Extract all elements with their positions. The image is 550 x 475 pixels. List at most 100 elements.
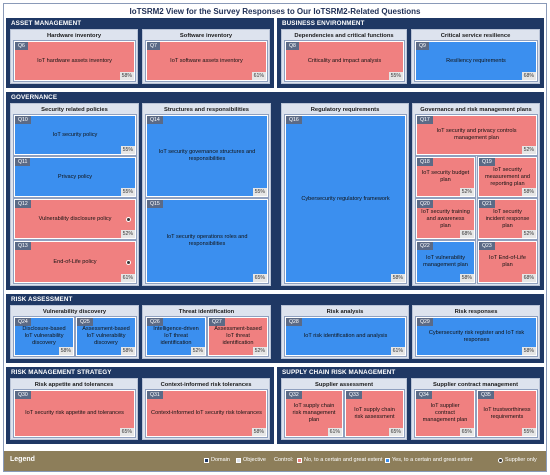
- category-title: Risk responses: [454, 309, 498, 315]
- control-percentage: 58%: [521, 347, 536, 355]
- control-q24: Q24 Disclosure-based IoT vulnerability d…: [13, 316, 75, 357]
- control-text: IoT supply chain risk management plan: [292, 403, 336, 423]
- control-percentage: 68%: [521, 72, 536, 80]
- legend: Legend Domain Objective Control: No, to …: [4, 451, 546, 471]
- control-q6: Q6 IoT hardware assets inventory 58%: [13, 40, 136, 82]
- control-id: Q27: [209, 318, 225, 326]
- control-text: Cybersecurity risk register and IoT risk…: [428, 329, 525, 343]
- control-q34: Q34 IoT supplier contract management pla…: [414, 389, 476, 438]
- control-id: Q26: [147, 318, 163, 326]
- control-q32: Q32 IoT supply chain risk management pla…: [284, 389, 344, 438]
- control-q7: Q7 IoT software assets inventory 61%: [145, 40, 268, 82]
- control-q8: Q8 Criticality and impact analysis 55%: [284, 40, 405, 82]
- objective-swatch-icon: [236, 457, 241, 463]
- control-percentage: 55%: [252, 188, 267, 196]
- control-q15: Q15 IoT security operations roles and re…: [145, 198, 269, 284]
- yes-swatch-icon: [385, 457, 390, 463]
- control-text: Assessment-based IoT vulnerability disco…: [82, 326, 130, 346]
- control-id: Q21: [479, 200, 495, 208]
- control-percentage: 58%: [521, 188, 536, 196]
- category-title: Structures and responsibilities: [163, 107, 250, 113]
- control-id: Q33: [346, 391, 362, 399]
- legend-title: Legend: [10, 456, 35, 463]
- control-percentage: 52%: [521, 146, 536, 154]
- domain-risk-assessment: RISK ASSESSMENT Vulnerability discovery …: [6, 294, 544, 363]
- control-q10: Q10 IoT security policy 55%: [13, 114, 137, 156]
- control-percentage: 58%: [58, 347, 73, 355]
- legend-label: Control:: [274, 457, 294, 463]
- control-id: Q16: [286, 116, 302, 124]
- domain-governance: GOVERNANCE Security related policies Q10…: [6, 92, 544, 290]
- control-q31: Q31 Context-informed IoT security risk t…: [145, 389, 268, 438]
- control-text: IoT security training and awareness plan: [421, 208, 470, 229]
- domain-asset-management: ASSET MANAGEMENT Hardware inventory Q6 I…: [6, 18, 274, 88]
- category-title: Vulnerability discovery: [42, 309, 107, 315]
- domain-supply-chain: SUPPLY CHAIN RISK MANAGEMENT Supplier as…: [277, 367, 544, 444]
- control-q18: Q18 IoT security budget plan 52%: [415, 156, 476, 198]
- control-id: Q31: [147, 391, 163, 399]
- control-id: Q15: [147, 200, 163, 208]
- control-id: Q23: [479, 242, 495, 250]
- control-id: Q22: [417, 242, 433, 250]
- control-id: Q9: [416, 42, 429, 50]
- category-supplier-contract: Supplier contract management Q34 IoT sup…: [411, 378, 540, 440]
- category-title: Critical service resilience: [440, 33, 511, 39]
- control-id: Q19: [479, 158, 495, 166]
- category-title: Supplier contract management: [432, 382, 519, 388]
- control-percentage: 65%: [252, 274, 267, 282]
- control-percentage: 58%: [251, 428, 266, 436]
- control-q14: Q14 IoT security governance structures a…: [145, 114, 269, 198]
- legend-item-control: Control:: [274, 457, 293, 463]
- category-software-inventory: Software inventory Q7 IoT software asset…: [142, 29, 270, 84]
- legend-item-objective: Objective: [236, 457, 266, 463]
- control-text: Cybersecurity regulatory framework: [301, 195, 390, 202]
- domain-title: RISK ASSESSMENT: [11, 296, 73, 303]
- control-text: Resiliency requirements: [446, 57, 506, 64]
- category-title: Risk appetite and tolerances: [34, 382, 114, 388]
- control-q17: Q17 IoT security and privacy controls ma…: [415, 114, 538, 156]
- control-percentage: 68%: [459, 230, 474, 238]
- control-q11: Q11 Privacy policy 55%: [13, 156, 137, 198]
- control-text: End-of-Life policy: [53, 258, 97, 265]
- control-percentage: 68%: [521, 274, 536, 282]
- control-percentage: 52%: [120, 230, 135, 238]
- control-id: Q32: [286, 391, 302, 399]
- domain-swatch-icon: [204, 457, 209, 463]
- legend-label: Yes, to a certain and great extent: [392, 457, 473, 463]
- control-q16: Q16 Cybersecurity regulatory framework 5…: [284, 114, 407, 284]
- category-vulnerability-discovery: Vulnerability discovery Q24 Disclosure-b…: [10, 305, 139, 359]
- category-risk-appetite: Risk appetite and tolerances Q30 IoT sec…: [10, 378, 138, 440]
- category-title: Hardware inventory: [46, 33, 102, 39]
- supplier-only-marker-icon: [126, 260, 131, 265]
- domain-title: BUSINESS ENVIRONMENT: [282, 20, 365, 27]
- legend-label: No, to a certain and great extent: [304, 457, 383, 463]
- control-id: Q35: [478, 391, 494, 399]
- control-id: Q8: [286, 42, 299, 50]
- domain-title: RISK MANAGEMENT STRATEGY: [11, 369, 112, 376]
- category-plans: Governance and risk management plans Q17…: [412, 103, 540, 286]
- domain-title: GOVERNANCE: [11, 94, 58, 101]
- control-id: Q14: [147, 116, 163, 124]
- control-q9: Q9 Resiliency requirements 68%: [414, 40, 538, 82]
- control-id: Q6: [15, 42, 28, 50]
- control-id: Q18: [417, 158, 433, 166]
- control-percentage: 55%: [120, 146, 135, 154]
- control-q13: Q13 End-of-Life policy 61%: [13, 240, 137, 284]
- control-percentage: 55%: [120, 188, 135, 196]
- control-q25: Q25 Assessment-based IoT vulnerability d…: [75, 316, 137, 357]
- legend-label: Objective: [243, 457, 266, 463]
- category-title: Software inventory: [179, 33, 233, 39]
- control-percentage: 58%: [459, 274, 474, 282]
- control-text: IoT security policy: [52, 131, 98, 138]
- control-id: Q25: [77, 318, 93, 326]
- legend-item-no: No, to a certain and great extent: [297, 457, 383, 463]
- category-security-policies: Security related policies Q10 IoT securi…: [10, 103, 139, 286]
- legend-label: Supplier only: [505, 457, 537, 463]
- legend-item-yes: Yes, to a certain and great extent: [385, 457, 473, 463]
- category-title: Threat identification: [178, 309, 235, 315]
- control-text: IoT vulnerability management plan: [423, 255, 468, 268]
- control-q23: Q23 IoT End-of-Life plan 68%: [477, 240, 538, 284]
- control-text: IoT supply chain risk assessment: [354, 406, 395, 420]
- category-title: Regulatory requirements: [310, 107, 380, 113]
- category-risk-analysis: Risk analysis Q28 IoT risk identificatio…: [281, 305, 409, 359]
